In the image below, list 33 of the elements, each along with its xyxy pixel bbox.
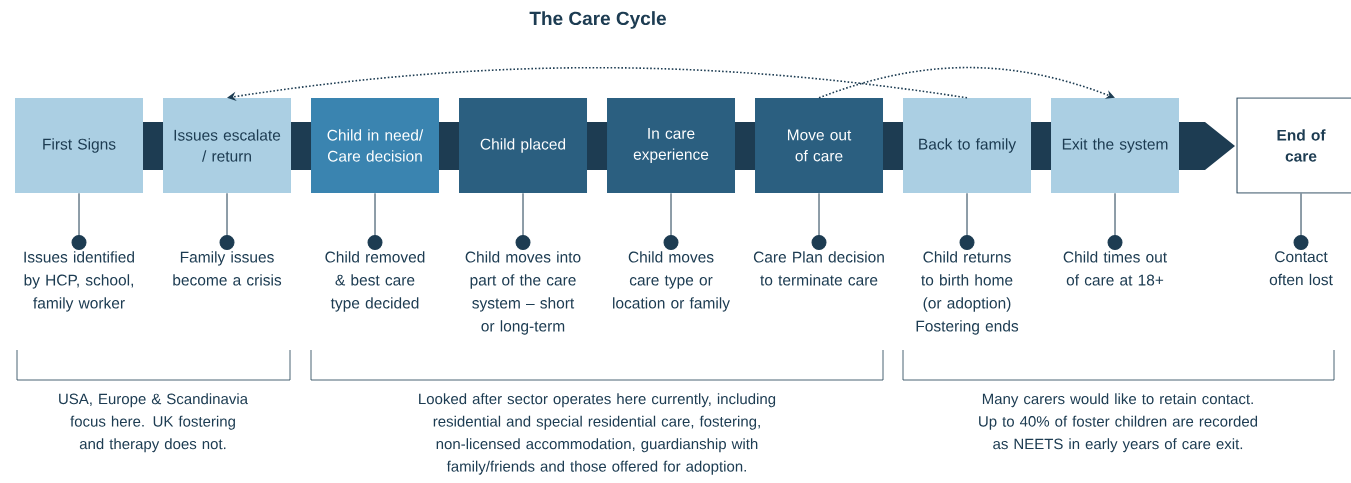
description-text: Child times out of care at 18+ <box>1063 251 1167 286</box>
description-text: Child removed & best care type decided <box>325 251 425 312</box>
process-box: Issues escalate / return <box>163 98 291 193</box>
leader-line <box>1107 192 1123 250</box>
process-box: Child placed <box>459 98 587 193</box>
process-box: Exit the system <box>1051 98 1179 193</box>
note-text: Looked after sector operates here currently, including residential and special residential care, fostering, non-licensed accommodation, guardianship with family/friends and those offered for adoption. <box>419 393 776 475</box>
dotted-arrow <box>818 66 1115 99</box>
leader-line <box>663 192 679 250</box>
description-text: Issues identified by HCP, school, family worker <box>24 251 134 312</box>
description-text: Child moves care type or location or family <box>613 251 730 312</box>
description-text: Child moves into part of the care system – short or long-term <box>465 251 581 335</box>
dotted-arrow <box>227 66 968 101</box>
leader-line <box>1293 193 1309 250</box>
process-box: First Signs <box>15 98 143 193</box>
description-text: Contact often lost <box>1269 251 1333 286</box>
process-box: Child in need/ Care decision <box>311 98 439 193</box>
leader-line <box>959 192 975 250</box>
description-text: Care Plan decision to terminate care <box>753 251 884 286</box>
title: The Care Cycle <box>529 11 666 29</box>
leader-line <box>515 192 531 250</box>
leader-line <box>71 192 87 250</box>
description-text: Family issues become a crisis <box>173 251 282 286</box>
process-box: End of care <box>1236 97 1351 194</box>
leader-line <box>219 192 235 250</box>
leader-line <box>367 192 383 250</box>
process-box: Move out of care <box>755 98 883 193</box>
process-box: Back to family <box>903 98 1031 193</box>
note-text: Many carers would like to retain contact. Up to 40% of foster children are recorded as NEETS in early years of care exit. <box>979 393 1258 453</box>
leader-line <box>811 192 827 250</box>
note-text: USA, Europe & Scandinavia focus here. UK fostering and therapy does not. <box>59 393 248 453</box>
process-box: In care experience <box>607 98 735 193</box>
description-text: Child returns to birth home (or adoption) Fostering ends <box>916 251 1019 335</box>
